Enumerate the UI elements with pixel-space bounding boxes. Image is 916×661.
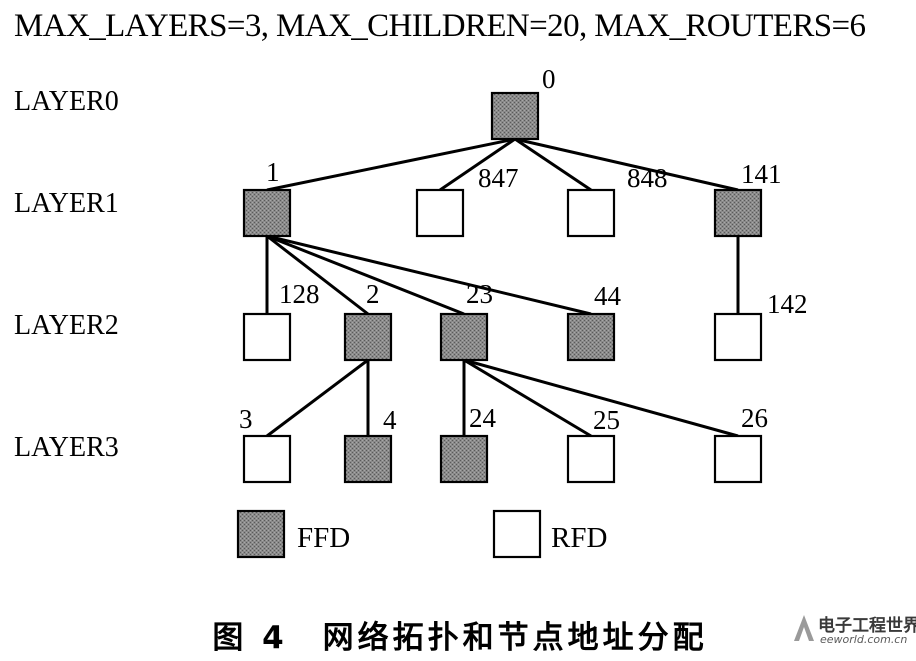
node-142-rfd [713, 312, 763, 362]
node-label-128: 128 [279, 279, 320, 309]
edge-23-25 [463, 358, 592, 438]
layer-label-1: LAYER1 [14, 188, 119, 219]
eeworld-logo-icon [794, 615, 814, 641]
nodes [242, 91, 763, 484]
node-24-ffd [439, 434, 489, 484]
node-label-847: 847 [478, 163, 519, 193]
edge-2-3 [266, 358, 369, 438]
node-128-rfd [242, 312, 292, 362]
node-label-848: 848 [627, 163, 668, 193]
legend [236, 509, 542, 559]
legend-swatch-ffd [236, 509, 286, 559]
edges [265, 137, 740, 438]
node-label-23: 23 [466, 279, 493, 309]
edge-1-2 [266, 234, 369, 316]
node-label-0: 0 [542, 64, 556, 94]
node-3-rfd [242, 434, 292, 484]
layer-label-3: LAYER3 [14, 432, 119, 463]
node-label-26: 26 [741, 403, 768, 433]
edge-0-847 [439, 137, 516, 192]
layer-label-0: LAYER0 [14, 86, 119, 117]
node-label-3: 3 [239, 404, 253, 434]
node-25-rfd [566, 434, 616, 484]
node-44-ffd [566, 312, 616, 362]
legend-label-rfd: RFD [551, 522, 608, 554]
layer-label-2: LAYER2 [14, 310, 119, 341]
edge-0-141 [514, 137, 739, 192]
node-label-2: 2 [366, 279, 380, 309]
node-label-25: 25 [593, 405, 620, 435]
edge-0-848 [514, 137, 592, 192]
node-label-142: 142 [767, 289, 808, 319]
edge-1-44 [266, 234, 592, 316]
edge-0-1 [266, 137, 516, 192]
legend-label-ffd: FFD [297, 522, 351, 554]
edge-1-23 [266, 234, 465, 316]
node-23-ffd [439, 312, 489, 362]
watermark-logo: 电子工程世界 eeworld.com.cn [792, 611, 916, 655]
node-847-rfd [415, 188, 465, 238]
edge-23-26 [463, 358, 739, 438]
legend-swatch-rfd [492, 509, 542, 559]
figure-caption: 图 4 网络拓扑和节点地址分配 [212, 620, 708, 656]
parameters-line: MAX_LAYERS=3, MAX_CHILDREN=20, MAX_ROUTE… [14, 8, 866, 44]
node-label-44: 44 [594, 281, 621, 311]
node-label-4: 4 [383, 405, 397, 435]
node-2-ffd [343, 312, 393, 362]
watermark-brand-en: eeworld.com.cn [820, 633, 908, 646]
node-141-ffd [713, 188, 763, 238]
node-label-24: 24 [469, 403, 496, 433]
watermark-brand-cn: 电子工程世界 [818, 616, 916, 636]
node-1-ffd [242, 188, 292, 238]
node-4-ffd [343, 434, 393, 484]
node-label-141: 141 [741, 159, 782, 189]
node-26-rfd [713, 434, 763, 484]
node-848-rfd [566, 188, 616, 238]
node-label-1: 1 [266, 157, 280, 187]
node-0-ffd [490, 91, 540, 141]
